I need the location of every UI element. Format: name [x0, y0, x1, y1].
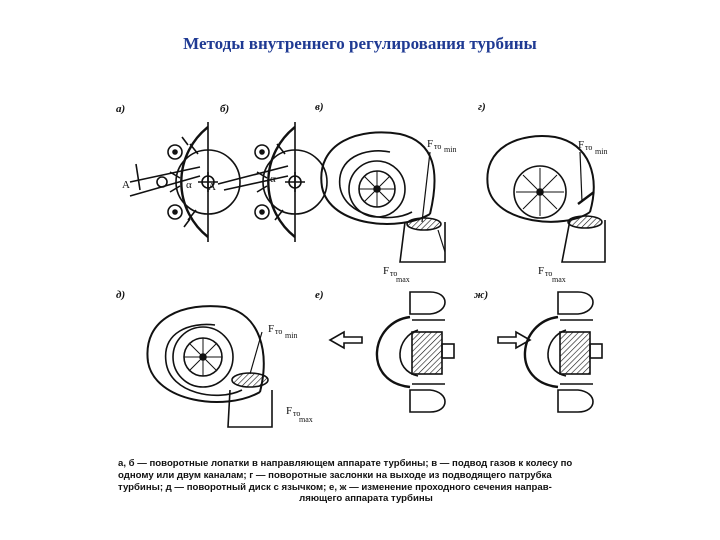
panel-d-label: д)	[116, 289, 125, 301]
symbol-F-d-max: F	[286, 405, 292, 417]
symbol-max-g: max	[552, 275, 566, 284]
symbol-A-b: A	[208, 181, 216, 193]
symbol-min-v: min	[444, 145, 456, 154]
symbol-max-d: max	[299, 415, 313, 424]
symbol-to-g-min: то	[585, 143, 592, 152]
panel-g-label: г)	[478, 101, 486, 113]
panel-e: е)	[315, 289, 455, 413]
symbol-F-d-min: F	[268, 323, 274, 335]
panel-g: г) F то min F то max	[478, 101, 607, 284]
turbine-diagram: а) A α б) A α в)	[116, 101, 607, 428]
symbol-to-v-min: то	[434, 142, 441, 151]
panel-b-label: б)	[220, 103, 229, 115]
symbol-to-d-max: то	[293, 409, 300, 418]
turbine-diagram-figure: а) A α б) A α в)	[100, 92, 640, 437]
panel-v-label: в)	[315, 101, 324, 113]
symbol-min-g: min	[595, 147, 607, 156]
caption-line-4: ляющего аппарата турбины	[299, 493, 433, 505]
panel-zh-label: ж)	[474, 289, 488, 301]
symbol-F-v-max: F	[383, 265, 389, 277]
symbol-min-d: min	[285, 331, 297, 340]
symbol-F-g-min: F	[578, 139, 584, 151]
symbol-max-v: max	[396, 275, 410, 284]
panel-b: б) A α	[208, 103, 328, 242]
panel-zh: ж)	[474, 289, 603, 413]
panel-v: в) F то min F то max	[315, 101, 456, 284]
panel-d: д) F то min F то max	[116, 289, 313, 428]
caption-line-2: одному или двум каналам; г — поворотные …	[118, 469, 552, 481]
panel-a: а) A α	[116, 103, 241, 242]
caption-line-1: а, б — поворотные лопатки в направляющем…	[118, 458, 573, 469]
symbol-F-v-min: F	[427, 138, 433, 150]
panel-a-label: а)	[116, 103, 125, 115]
figure-caption: а, б — поворотные лопатки в направляющем…	[118, 458, 614, 505]
symbol-to-g-max: то	[545, 269, 552, 278]
symbol-to-d-min: то	[275, 327, 282, 336]
panel-e-label: е)	[315, 289, 324, 301]
symbol-alpha-a: α	[186, 179, 192, 191]
symbol-A-a: A	[122, 179, 130, 191]
page-title: Методы внутреннего регулирования турбины	[183, 34, 537, 53]
symbol-alpha-b: α	[270, 173, 276, 185]
symbol-to-v-max: то	[390, 269, 397, 278]
symbol-F-g-max: F	[538, 265, 544, 277]
caption-line-3: турбины; д — поворотный диск с язычком; …	[118, 481, 552, 493]
